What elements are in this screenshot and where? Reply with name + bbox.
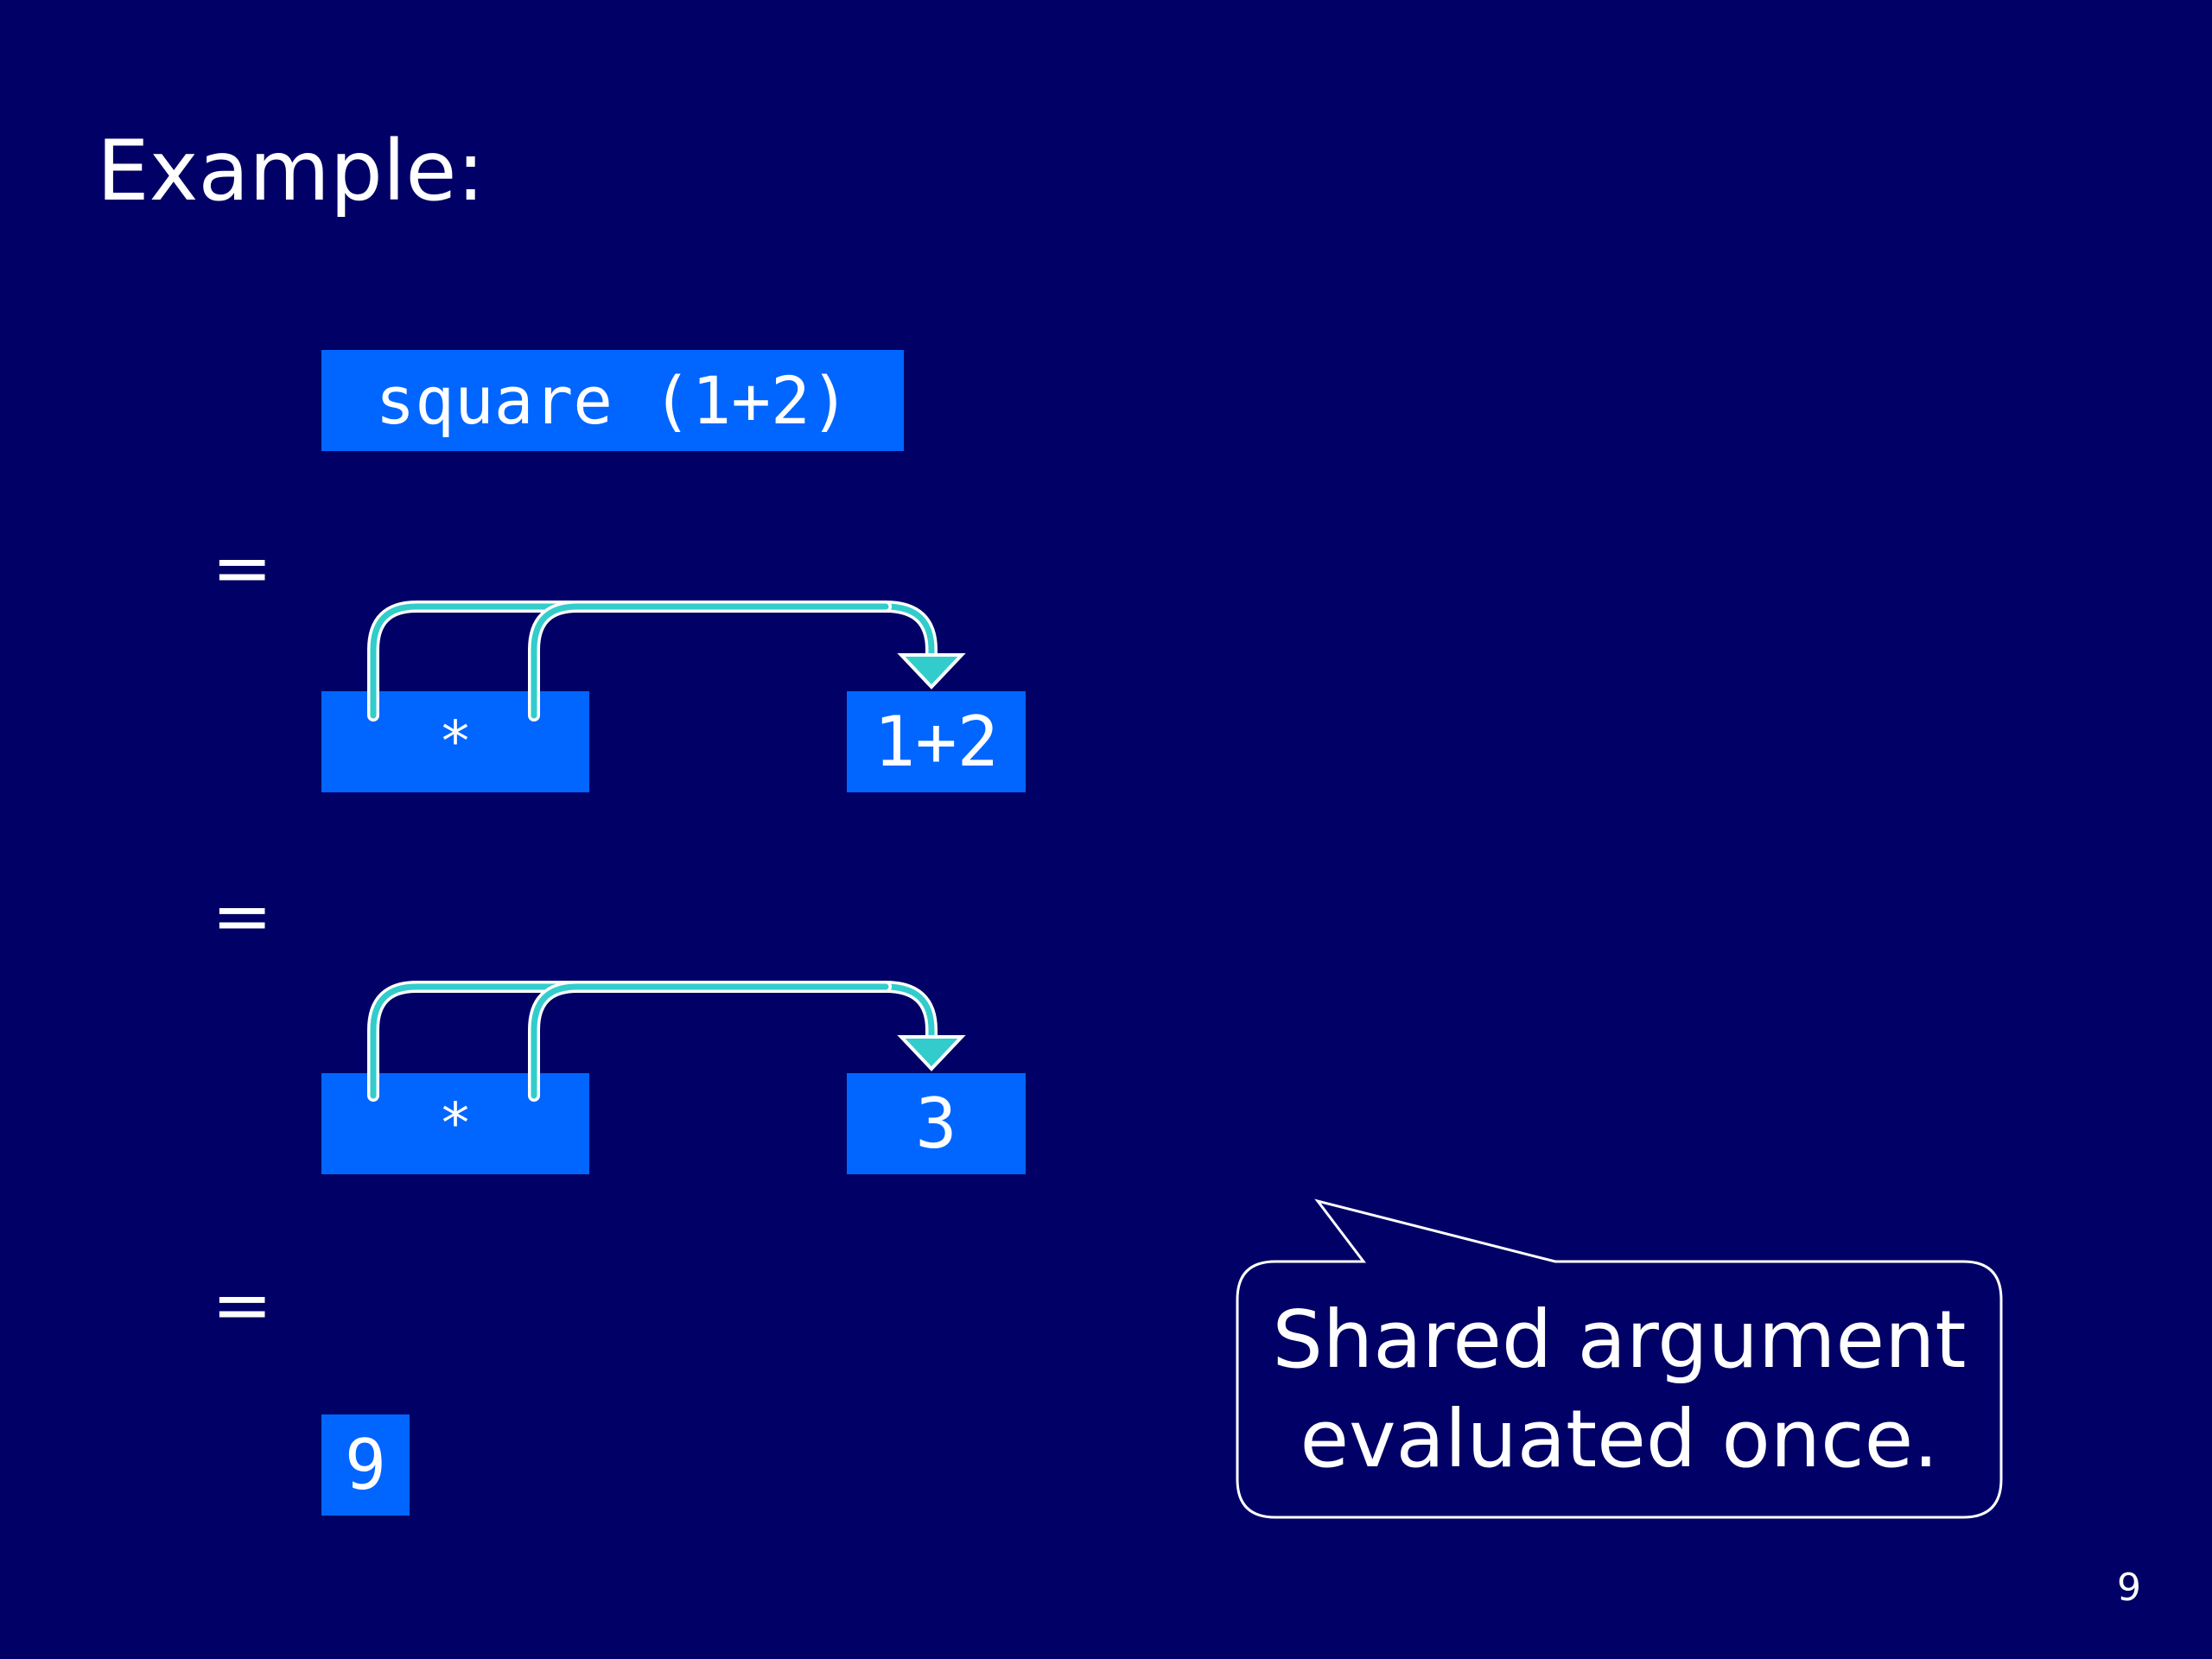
equals-sign-2: = <box>212 874 273 958</box>
step1-operator: * <box>438 709 473 774</box>
step1-argument-box: 1+2 <box>847 691 1026 792</box>
step2-argument: 3 <box>915 1084 957 1164</box>
result-box: 9 <box>321 1414 410 1516</box>
step1-arrow-left <box>367 601 938 721</box>
step2-argument-box: 3 <box>847 1073 1026 1174</box>
step1-arrow-right <box>528 601 892 721</box>
page-number: 9 <box>2117 1566 2141 1610</box>
step2-operator-box: * <box>321 1073 589 1174</box>
step2-arrow-right <box>531 983 889 1099</box>
step2-arrowhead <box>897 1035 966 1071</box>
step2-arrows <box>367 981 966 1102</box>
callout-line-1: Shared argument <box>1272 1294 1967 1386</box>
callout-line-2: evaluated once. <box>1300 1393 1939 1485</box>
expression-text: square (1+2) <box>375 362 850 439</box>
step1-argument: 1+2 <box>874 702 999 782</box>
step1-operator-box: * <box>321 691 589 792</box>
step2-operator: * <box>438 1091 473 1156</box>
callout-text: Shared argument evaluated once. <box>1237 1262 2001 1517</box>
step1-arrows <box>367 601 966 721</box>
step1-arrowhead <box>897 653 966 690</box>
callout-bubble <box>1236 1198 2003 1519</box>
result-value: 9 <box>344 1425 387 1505</box>
expression-box: square (1+2) <box>321 350 904 451</box>
equals-sign-3: = <box>212 1262 273 1347</box>
equals-sign-1: = <box>212 525 273 610</box>
slide-title: Example: <box>97 123 485 219</box>
step2-arrow-left <box>370 983 935 1099</box>
